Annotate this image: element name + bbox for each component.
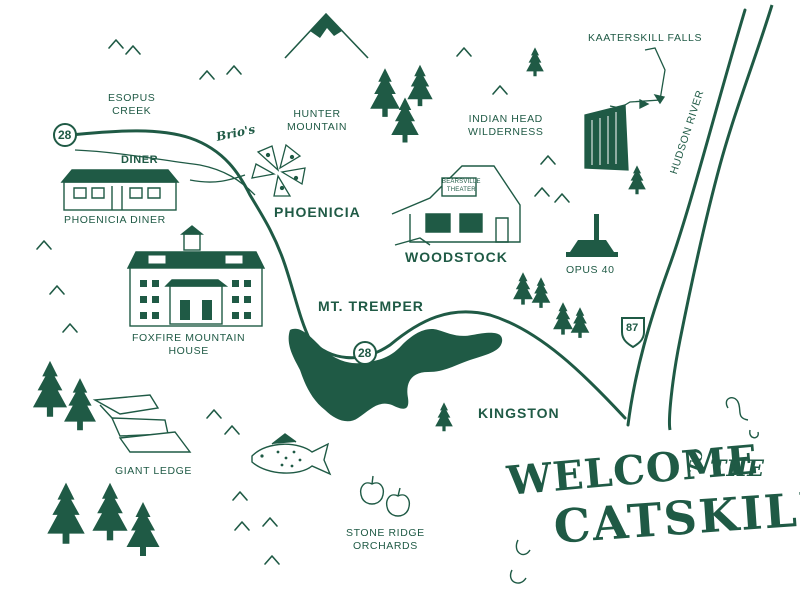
phoenicia-label: PHOENICIA [274,204,361,220]
diner-building-icon [60,169,180,211]
ledge-rocks-icon [92,394,192,453]
route-87-number: 87 [626,322,639,334]
stone-ridge-line2: ORCHARDS [352,540,418,553]
hudson-river [668,4,774,431]
bearsville-sign-label: BEARSVILLE THEATER [442,179,481,194]
opus-40-label: OPUS 40 [566,264,615,276]
foxfire-line2: HOUSE [168,345,209,358]
route-28-west-number: 28 [58,128,72,142]
giant-ledge-label: GIANT LEDGE [115,465,193,477]
kaaterskill-falls-label: KAATERSKILL FALLS [588,32,703,44]
foxfire-line1: FOXFIRE MOUNTAIN [132,332,246,344]
highway-shield-icon [53,123,645,365]
woodstock-label: WOODSTOCK [405,249,508,265]
diner-sign-label: DINER [121,154,159,166]
mt-tremper-label: MT. TREMPER [318,298,424,314]
kingston-label: KINGSTON [478,405,560,421]
apples-icon [360,475,410,517]
esopus-creek-line1: ESOPUS [108,92,156,104]
phoenicia-diner-label: PHOENICIA DINER [64,214,166,226]
esopus-creek-label: ESOPUS CREEK [108,92,155,118]
road-route-28 [68,129,627,420]
indian-head-line1: INDIAN HEAD [468,113,543,125]
lake-icon [288,328,503,422]
road-i87 [626,8,747,427]
swirl-decorations [509,397,759,584]
monument-icon [566,214,618,257]
mansion-icon [126,225,266,327]
stone-ridge-label: STONE RIDGE ORCHARDS [346,527,425,553]
barn-theater-icon [391,165,521,246]
pizza-icon [251,143,306,197]
hunter-mountain-line2: MOUNTAIN [287,121,348,134]
title-the: THE [710,456,764,482]
indian-head-line2: WILDERNESS [468,126,544,139]
mountain-icon [284,12,369,59]
road-esopus-creek [74,149,256,196]
hunter-mountain-label: HUNTER MOUNTAIN [287,108,347,134]
bearsville-sign-line2: THEATER [446,186,476,193]
hunter-mountain-line1: HUNTER [293,108,341,120]
fish-icon [251,433,332,476]
esopus-creek-line2: CREEK [112,105,152,118]
waterfall-icon [584,47,666,171]
route-28-east-number: 28 [358,346,372,360]
stone-ridge-line1: STONE RIDGE [346,527,425,539]
indian-head-label: INDIAN HEAD WILDERNESS [468,113,543,139]
foxfire-label: FOXFIRE MOUNTAIN HOUSE [132,332,245,358]
bearsville-sign-line1: BEARSVILLE [442,179,481,185]
